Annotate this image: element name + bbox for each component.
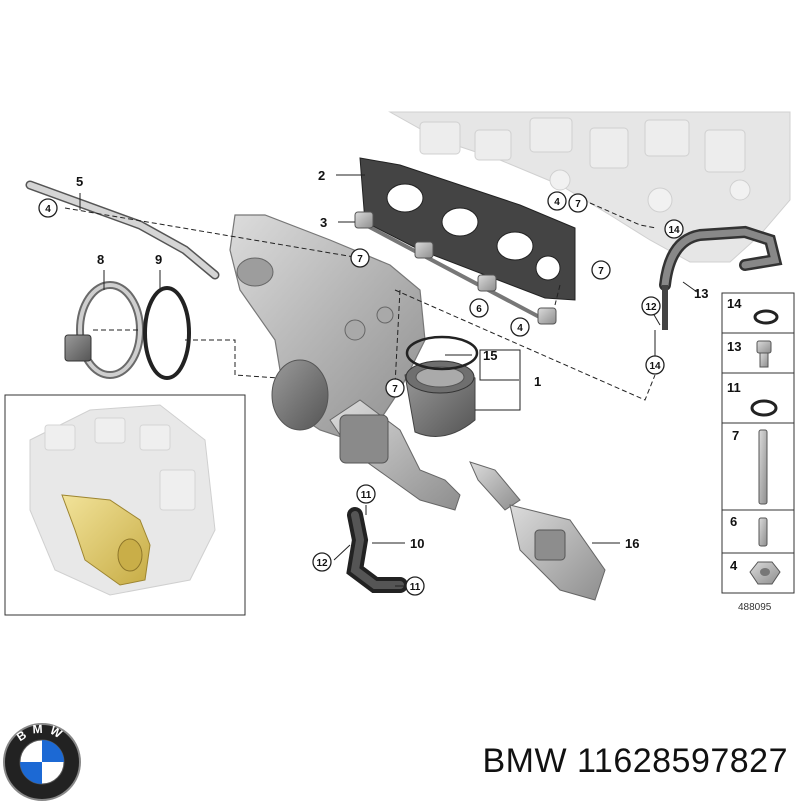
circled-callout: 7 bbox=[350, 248, 370, 268]
circled-callout: 7 bbox=[385, 378, 405, 398]
circled-callout: 12 bbox=[312, 552, 332, 572]
svg-text:14: 14 bbox=[649, 361, 661, 372]
svg-text:11: 11 bbox=[361, 490, 372, 501]
legend-o-ring-icon bbox=[753, 309, 779, 325]
callout-label: 13 bbox=[694, 286, 708, 301]
svg-text:12: 12 bbox=[316, 558, 328, 569]
callout-label: 3 bbox=[320, 215, 327, 230]
svg-text:7: 7 bbox=[598, 266, 604, 277]
circled-callout: 7 bbox=[568, 193, 588, 213]
circled-callout: 14 bbox=[645, 355, 665, 375]
svg-text:7: 7 bbox=[357, 254, 363, 265]
highlighted-turbo-location bbox=[61, 494, 151, 586]
svg-text:4: 4 bbox=[45, 204, 51, 215]
callout-label: 1 bbox=[534, 374, 541, 389]
stud-rail bbox=[354, 211, 557, 325]
manifold-gasket bbox=[359, 157, 576, 301]
callout-labels: 5 2 3 8 9 15 1 13 10 16 bbox=[76, 168, 708, 551]
legend-label: 4 bbox=[730, 558, 738, 573]
legend-label: 11 bbox=[727, 380, 741, 395]
legend-stud-icon bbox=[758, 429, 768, 505]
callout-label: 9 bbox=[155, 252, 162, 267]
leader-lines bbox=[64, 202, 657, 401]
inset-engine-view bbox=[4, 394, 246, 616]
legend-bolt-icon bbox=[756, 340, 772, 368]
svg-text:14: 14 bbox=[668, 225, 680, 236]
legend-sleeve-icon bbox=[758, 517, 768, 547]
callout-label: 2 bbox=[318, 168, 325, 183]
callout-label: 15 bbox=[483, 348, 497, 363]
engine-block-ghost bbox=[388, 111, 791, 263]
seal-ring-9 bbox=[143, 286, 191, 380]
legend-o-ring-icon bbox=[750, 399, 778, 417]
svg-text:12: 12 bbox=[645, 302, 657, 313]
leader-lines-solid bbox=[79, 174, 698, 587]
legend-label: 7 bbox=[732, 428, 739, 443]
v-band-clamp bbox=[64, 281, 144, 379]
callout-label: 5 bbox=[76, 174, 83, 189]
circled-callout: 11 bbox=[405, 576, 425, 596]
svg-text:4: 4 bbox=[517, 323, 523, 334]
seal-ring-15 bbox=[405, 335, 479, 371]
callout-label: 8 bbox=[97, 252, 104, 267]
callout-label: 10 bbox=[410, 536, 424, 551]
diagram-number: 488095 bbox=[738, 602, 772, 613]
turbocharger bbox=[229, 214, 476, 511]
circled-callout: 7 bbox=[591, 260, 611, 280]
svg-text:7: 7 bbox=[575, 199, 581, 210]
circled-callouts: 4 7 4 7 7 7 14 6 4 12 14 11 12 11 bbox=[38, 191, 684, 596]
coolant-hose-10 bbox=[346, 507, 408, 593]
circled-callout: 6 bbox=[469, 298, 489, 318]
circled-callout: 4 bbox=[510, 317, 530, 337]
legend-label: 6 bbox=[730, 514, 737, 529]
circled-callout: 4 bbox=[38, 198, 58, 218]
coolant-line-13 bbox=[659, 225, 783, 330]
part-number-caption: BMW 11628597827 bbox=[482, 742, 788, 780]
parts-legend: 14 13 11 7 6 4 488095 bbox=[721, 292, 795, 613]
oil-line-5 bbox=[25, 180, 220, 280]
svg-text:4: 4 bbox=[554, 197, 560, 208]
circled-callout: 4 bbox=[547, 191, 567, 211]
wastegate-actuator bbox=[469, 461, 606, 601]
legend-label: 13 bbox=[727, 339, 741, 354]
circled-callout: 14 bbox=[664, 219, 684, 239]
circled-callout: 11 bbox=[356, 484, 376, 504]
svg-text:7: 7 bbox=[392, 384, 398, 395]
circled-callout: 12 bbox=[641, 296, 661, 316]
legend-nut-icon bbox=[749, 561, 781, 585]
bmw-logo: BMW bbox=[3, 722, 81, 801]
svg-text:6: 6 bbox=[476, 304, 482, 315]
legend-label: 14 bbox=[727, 296, 742, 311]
svg-text:11: 11 bbox=[410, 582, 421, 593]
callout-label: 16 bbox=[625, 536, 639, 551]
